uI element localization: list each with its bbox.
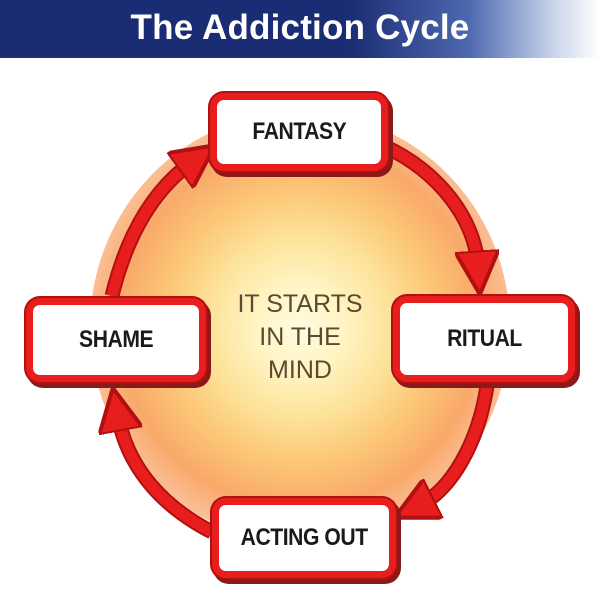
header-bar <box>0 0 600 58</box>
center-caption: IT STARTS IN THE MIND <box>200 288 400 387</box>
center-caption-line-1: IT STARTS <box>237 290 363 318</box>
stage-shame: SHAME <box>26 298 206 382</box>
arrow-fantasy-to-ritual <box>380 139 486 267</box>
center-caption-line-2: IN THE <box>259 323 341 351</box>
arrow-shame-to-fantasy <box>104 155 197 298</box>
stage-acting-out-label: ACTING OUT <box>240 524 368 551</box>
stage-acting-out: ACTING OUT <box>212 498 396 578</box>
stage-ritual: RITUAL <box>393 296 575 382</box>
stage-shame-label: SHAME <box>78 326 154 353</box>
center-caption-line-3: MIND <box>268 356 332 384</box>
arrow-acting-out-to-shame <box>110 414 216 539</box>
arrow-ritual-to-acting-out <box>416 384 495 512</box>
stage-fantasy-label: FANTASY <box>252 118 346 145</box>
stage-ritual-label: RITUAL <box>446 325 522 352</box>
diagram-title: The Addiction Cycle <box>130 8 470 47</box>
stage-fantasy: FANTASY <box>210 93 388 171</box>
